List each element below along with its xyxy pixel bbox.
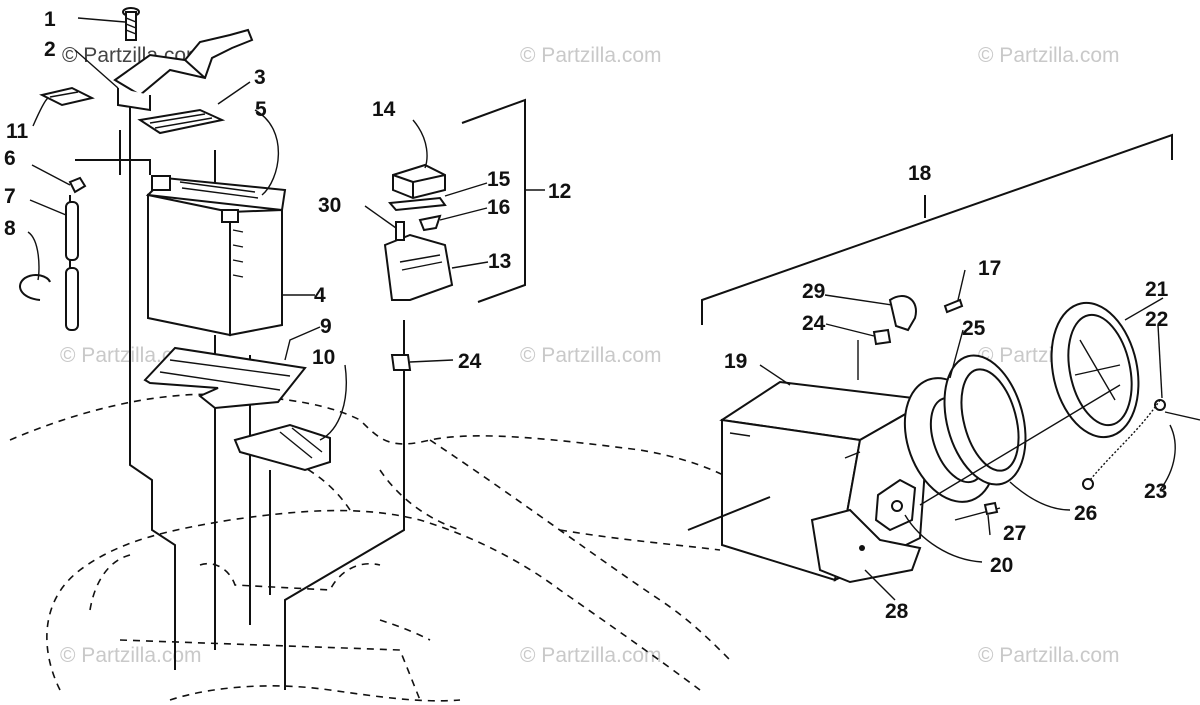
callout-12: 12 xyxy=(548,180,571,203)
callout-22: 22 xyxy=(1145,308,1168,331)
callout-15: 15 xyxy=(487,168,511,191)
callout-labels: 1 2 3 4 5 6 7 8 9 10 11 12 13 14 15 16 1… xyxy=(4,8,1169,623)
callout-29: 29 xyxy=(802,280,825,303)
battery-part xyxy=(145,175,287,337)
ring-part xyxy=(943,354,1027,486)
bolt-part xyxy=(122,7,140,41)
small-pad-part xyxy=(39,86,95,107)
callout-28: 28 xyxy=(885,600,909,623)
callout-17: 17 xyxy=(978,257,1001,280)
watermark-text: © Partzilla.com xyxy=(60,644,202,667)
watermark-text: © Partzilla.com xyxy=(520,344,662,367)
watermark-text: © Partzilla.com xyxy=(520,644,662,667)
callout-27: 27 xyxy=(1003,522,1026,545)
callout-10: 10 xyxy=(312,346,335,369)
fuse-holder-assembly xyxy=(383,98,526,371)
callout-2: 2 xyxy=(44,38,56,61)
watermark-text: © Partzilla.com xyxy=(978,644,1120,667)
callout-7: 7 xyxy=(4,185,16,208)
vent-tube-part xyxy=(65,201,79,331)
strap-bracket-part xyxy=(113,28,254,112)
watermark-text: © Partzilla.com xyxy=(978,44,1120,67)
lens-part xyxy=(810,508,922,584)
callout-5: 5 xyxy=(255,98,267,121)
callout-16: 16 xyxy=(487,196,510,219)
callout-20: 20 xyxy=(990,554,1013,577)
vehicle-body-outline xyxy=(9,393,761,702)
axis-line xyxy=(919,384,1121,506)
callout-8: 8 xyxy=(4,217,16,240)
callout-21: 21 xyxy=(1145,278,1169,301)
terminal-boot-part xyxy=(233,423,331,472)
callout-24-clip: 24 xyxy=(802,312,826,335)
clip-part xyxy=(857,295,964,380)
callout-18: 18 xyxy=(908,162,932,185)
vent-elbow-part xyxy=(68,176,87,194)
callout-11: 11 xyxy=(6,120,29,143)
callout-30: 30 xyxy=(318,194,341,217)
callout-24-fuse: 24 xyxy=(458,350,482,373)
callout-3: 3 xyxy=(254,66,266,89)
assembly-bracket-18 xyxy=(701,133,1173,325)
leader-lines xyxy=(27,17,1176,601)
callout-9: 9 xyxy=(320,315,332,338)
callout-14: 14 xyxy=(372,98,396,121)
callout-26: 26 xyxy=(1074,502,1097,525)
callout-6: 6 xyxy=(4,147,16,170)
watermark-text: © Partzilla.com xyxy=(520,44,662,67)
callout-4: 4 xyxy=(314,284,326,307)
bulb-socket-part xyxy=(874,478,917,532)
bottom-pad-part xyxy=(143,346,307,410)
callout-19: 19 xyxy=(724,350,747,373)
top-pad-part xyxy=(137,108,226,135)
chain-part xyxy=(1082,399,1200,490)
callout-25: 25 xyxy=(962,317,986,340)
callout-13: 13 xyxy=(488,250,511,273)
cap-part xyxy=(1050,301,1140,439)
clamp-ring-part xyxy=(19,274,51,301)
screw-part xyxy=(954,501,1001,521)
callout-1: 1 xyxy=(44,8,56,31)
callout-23: 23 xyxy=(1144,480,1167,503)
